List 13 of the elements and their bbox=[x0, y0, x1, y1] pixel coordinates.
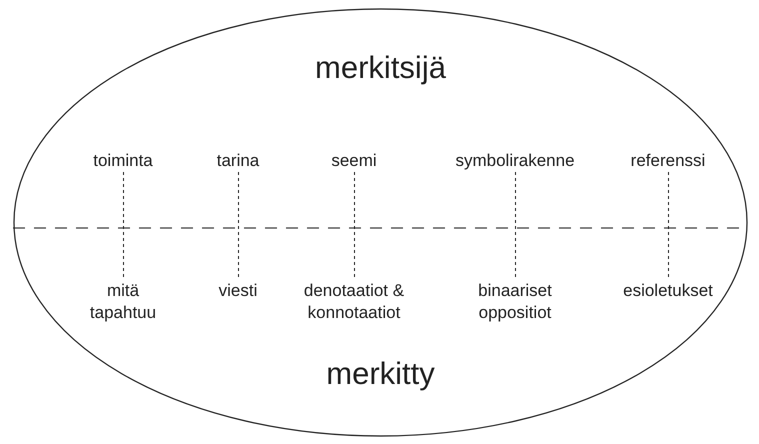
term-label: symbolirakenne bbox=[448, 150, 582, 172]
term-label: referenssi bbox=[626, 150, 710, 172]
term-label: viesti bbox=[208, 280, 268, 302]
term-label: binaariset oppositiot bbox=[468, 280, 562, 324]
term-label: denotaatiot & konnotaatiot bbox=[292, 280, 416, 324]
ellipse-shape bbox=[13, 8, 748, 437]
term-label: seemi bbox=[324, 150, 384, 172]
term-label: tarina bbox=[208, 150, 268, 172]
term-label: esioletukset bbox=[616, 280, 720, 302]
heading-text: merkitty bbox=[326, 356, 435, 392]
term-label: mitä tapahtuu bbox=[83, 280, 163, 324]
heading-text: merkitsijä bbox=[315, 50, 446, 86]
term-label: toiminta bbox=[83, 150, 163, 172]
